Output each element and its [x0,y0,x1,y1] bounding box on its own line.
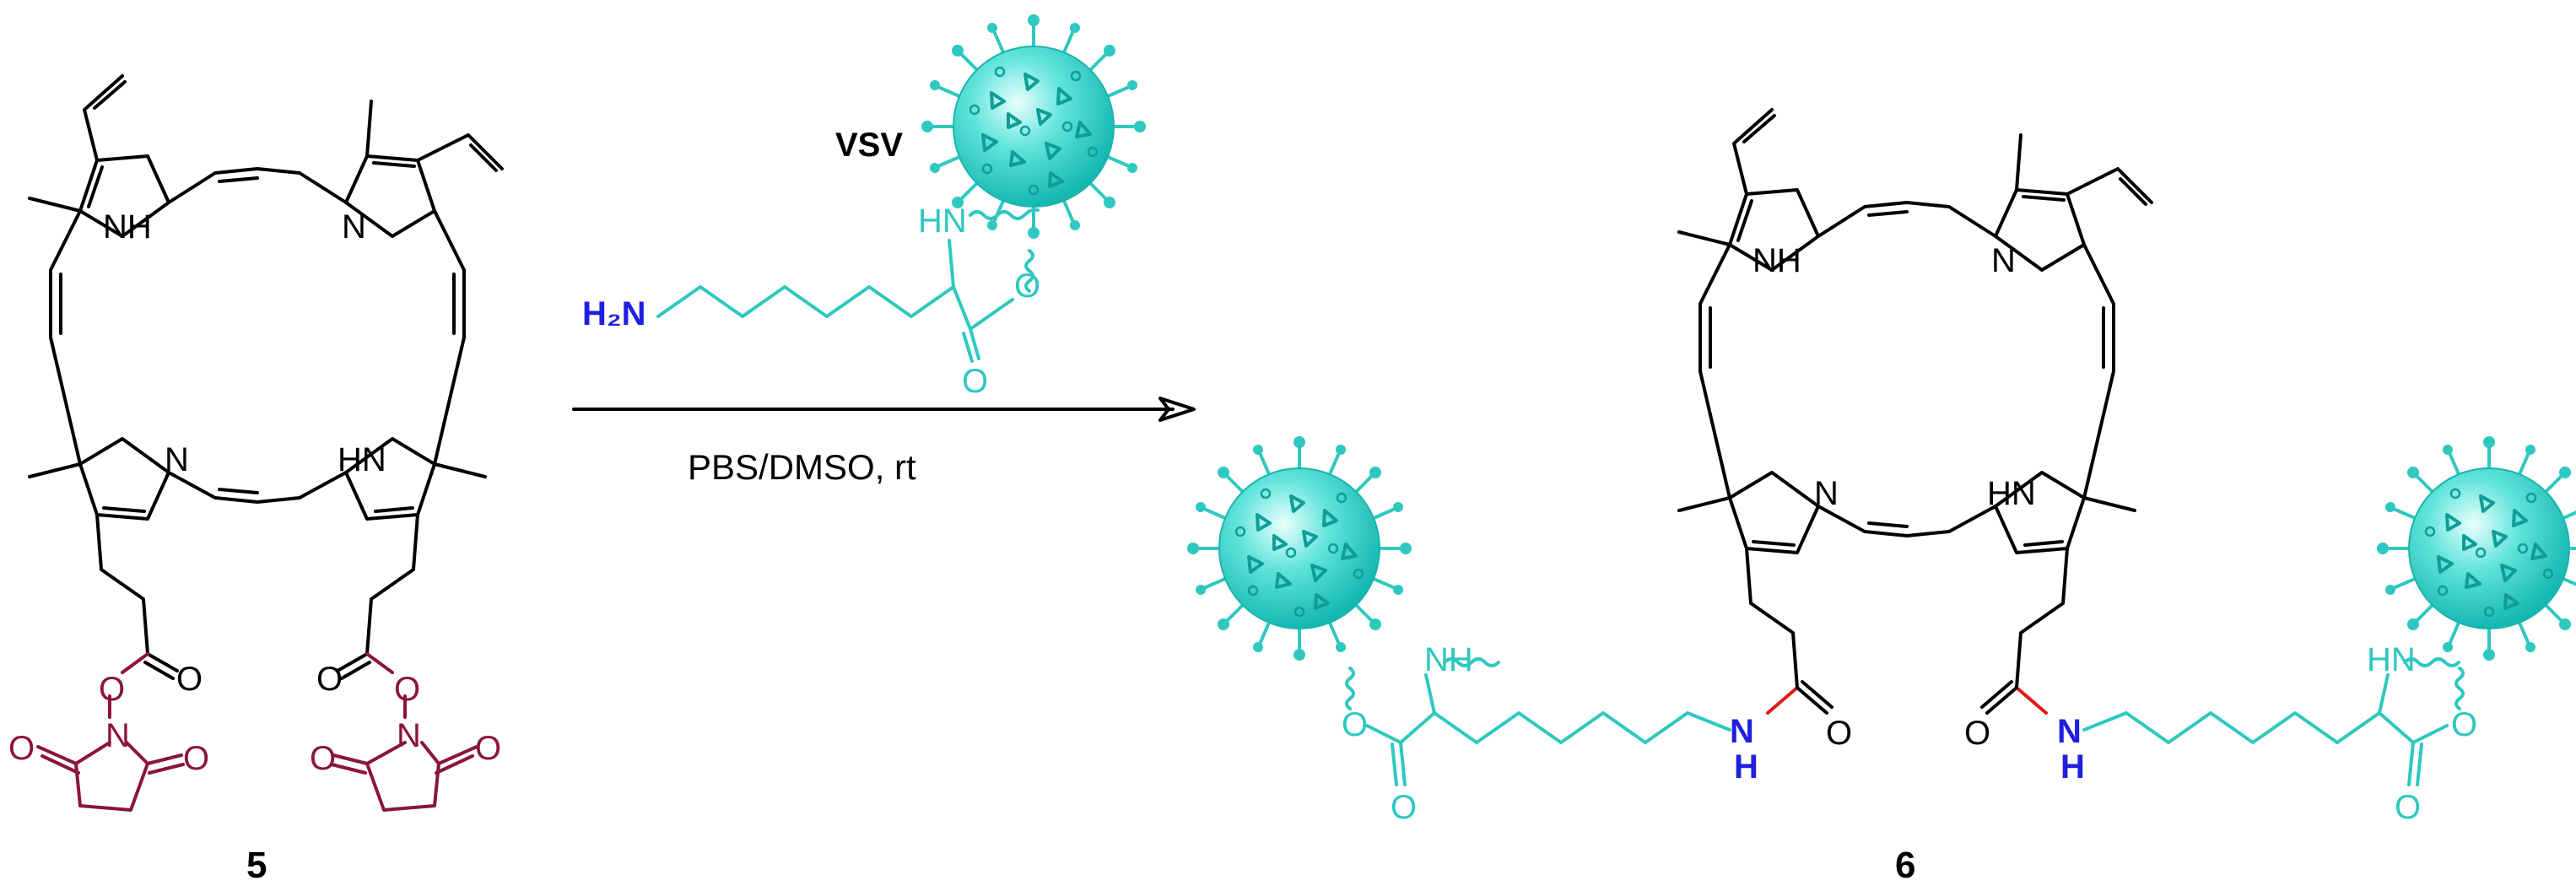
compound-6-right-vsv: HN O O [2082,435,2576,826]
reagent-o-ester: O [1014,267,1040,305]
c5-nhs-n-right: N [397,717,421,754]
c5-o-left-carbonyl: O [176,661,203,698]
c6-left-ester-o: O [1342,706,1368,743]
c6-n-top-right: N [1991,242,2016,279]
reaction-arrow-icon [572,397,1196,422]
virus-particle-icon [1185,435,1413,662]
compound-6-left-vsv: NH O O [1185,435,1731,826]
c5-nhs-o-2: O [183,740,209,777]
c5-n-top-right: N [342,208,366,246]
compound-6-number: 6 [1895,845,1915,886]
c6-amide-n-right: N [2057,713,2082,750]
c6-right-hn: HN [2367,641,2416,678]
c5-n-bottom-left: N [165,441,189,478]
c5-o-left-link: O [99,671,125,708]
c5-hn-bottom-right: HN [338,441,386,478]
c6-amide-h-right: H [2060,748,2085,786]
c6-amide-o-right: O [1964,715,1990,752]
c5-o-right-carbonyl: O [316,661,343,698]
compound-5: NH N N HN O O O O N N O O O O [8,74,504,812]
c6-right-acid-o: O [2395,789,2421,826]
c6-nh-top-left: NH [1752,242,1801,279]
c6-amide-o-left: O [1826,715,1852,752]
c5-nhs-o-4: O [475,730,501,767]
c6-amide-n-left: N [1730,713,1754,750]
c5-nhs-o-3: O [310,740,336,777]
compound-5-number: 5 [246,845,267,886]
c6-hn-bottom-right: HN [1987,475,2036,512]
c6-n-bottom-left: N [1814,475,1839,512]
c5-nhs-o-1: O [8,730,35,767]
c6-left-nh: NH [1424,641,1473,678]
compound-6: N H N H O O NH N N HN [1677,108,2153,786]
reagent-vsv-lysine: VSV H₂N HN O O [582,13,1148,400]
amine-label: H₂N [582,295,646,332]
c6-amide-h-left: H [1734,748,1758,786]
virus-particle-icon [2375,435,2576,662]
c5-nh-top-left: NH [103,208,152,246]
vsv-label: VSV [835,127,903,164]
reagent-o-carbonyl: O [962,363,988,400]
c5-o-right-link: O [394,671,420,708]
reaction-conditions: PBS/DMSO, rt [688,447,916,487]
c6-right-ester-o: O [2451,706,2477,743]
c6-left-acid-o: O [1391,789,1417,826]
reagent-nh-label: HN [918,202,967,240]
c5-nhs-n-left: N [105,717,130,754]
